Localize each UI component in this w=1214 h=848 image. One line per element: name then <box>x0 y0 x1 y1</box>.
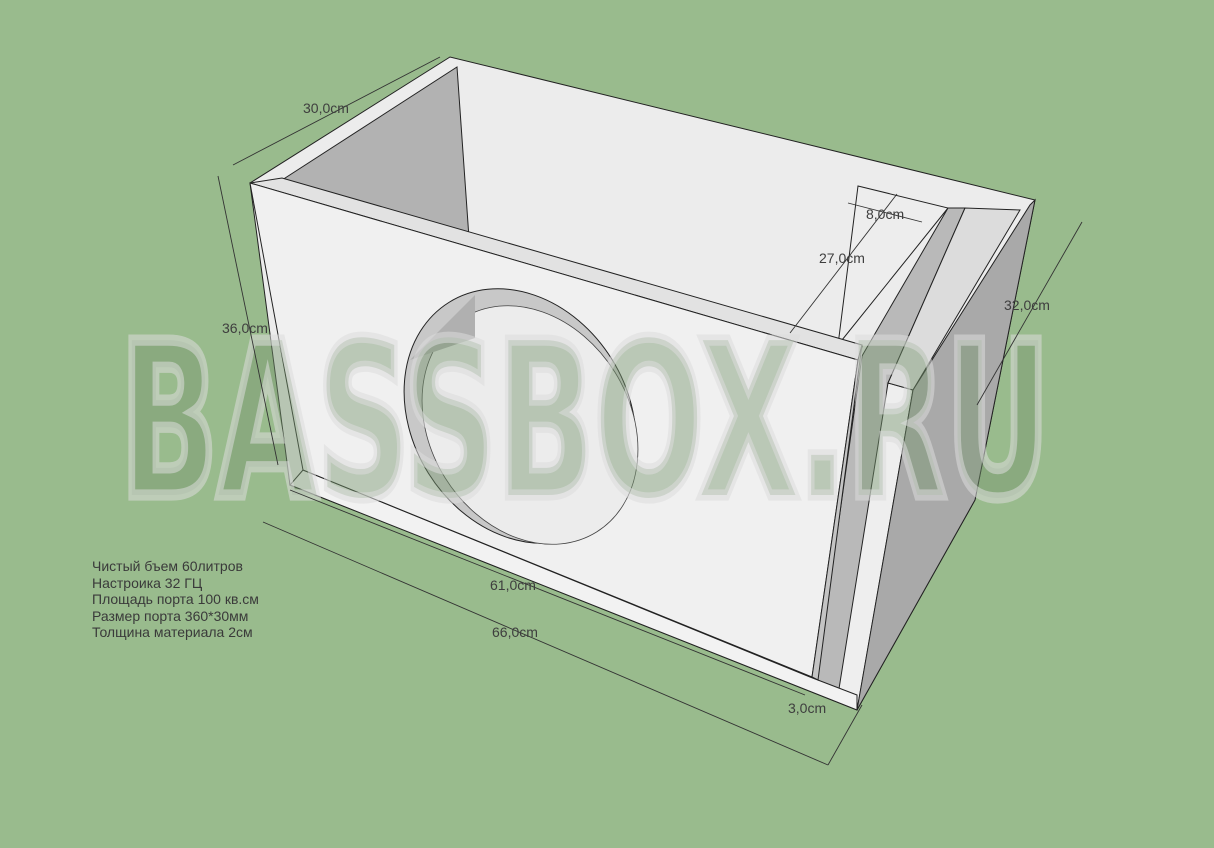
right-panel-outer <box>856 198 1036 711</box>
port-wall-top <box>887 207 1021 391</box>
spec-notes: Чистый бъем 60литров Настроика 32 ГЦ Пло… <box>92 558 259 641</box>
dimension-lines <box>217 56 1083 766</box>
port-inner-wall <box>837 185 949 347</box>
note-tuning: Настроика 32 ГЦ <box>92 574 203 591</box>
note-port-area: Площадь порта 100 кв.см <box>92 591 259 607</box>
speaker-cutout <box>403 288 639 545</box>
bottom-panel-edge <box>289 469 858 711</box>
dim-height: 36,0cm <box>222 320 268 336</box>
watermark: BASSBOX.RU <box>115 293 1055 550</box>
note-port-size: Размер порта 360*30мм <box>92 607 249 624</box>
front-panel-side <box>811 344 863 681</box>
dim-side-depth: 32,0cm <box>1004 297 1050 313</box>
dim-inner-length: 61,0cm <box>490 577 536 593</box>
dim-port-gap: 8,0cm <box>866 206 904 222</box>
note-volume: Чистый бъем 60литров <box>92 558 243 574</box>
dim-port-length: 27,0cm <box>819 250 865 266</box>
dim-port-width: 3,0cm <box>788 700 826 716</box>
note-thickness: Толщина материала 2см <box>92 624 253 640</box>
dim-depth: 30,0cm <box>303 100 349 116</box>
svg-text:BASSBOX.RU: BASSBOX.RU <box>120 298 1050 545</box>
dim-outer-length: 66,0cm <box>492 624 538 640</box>
